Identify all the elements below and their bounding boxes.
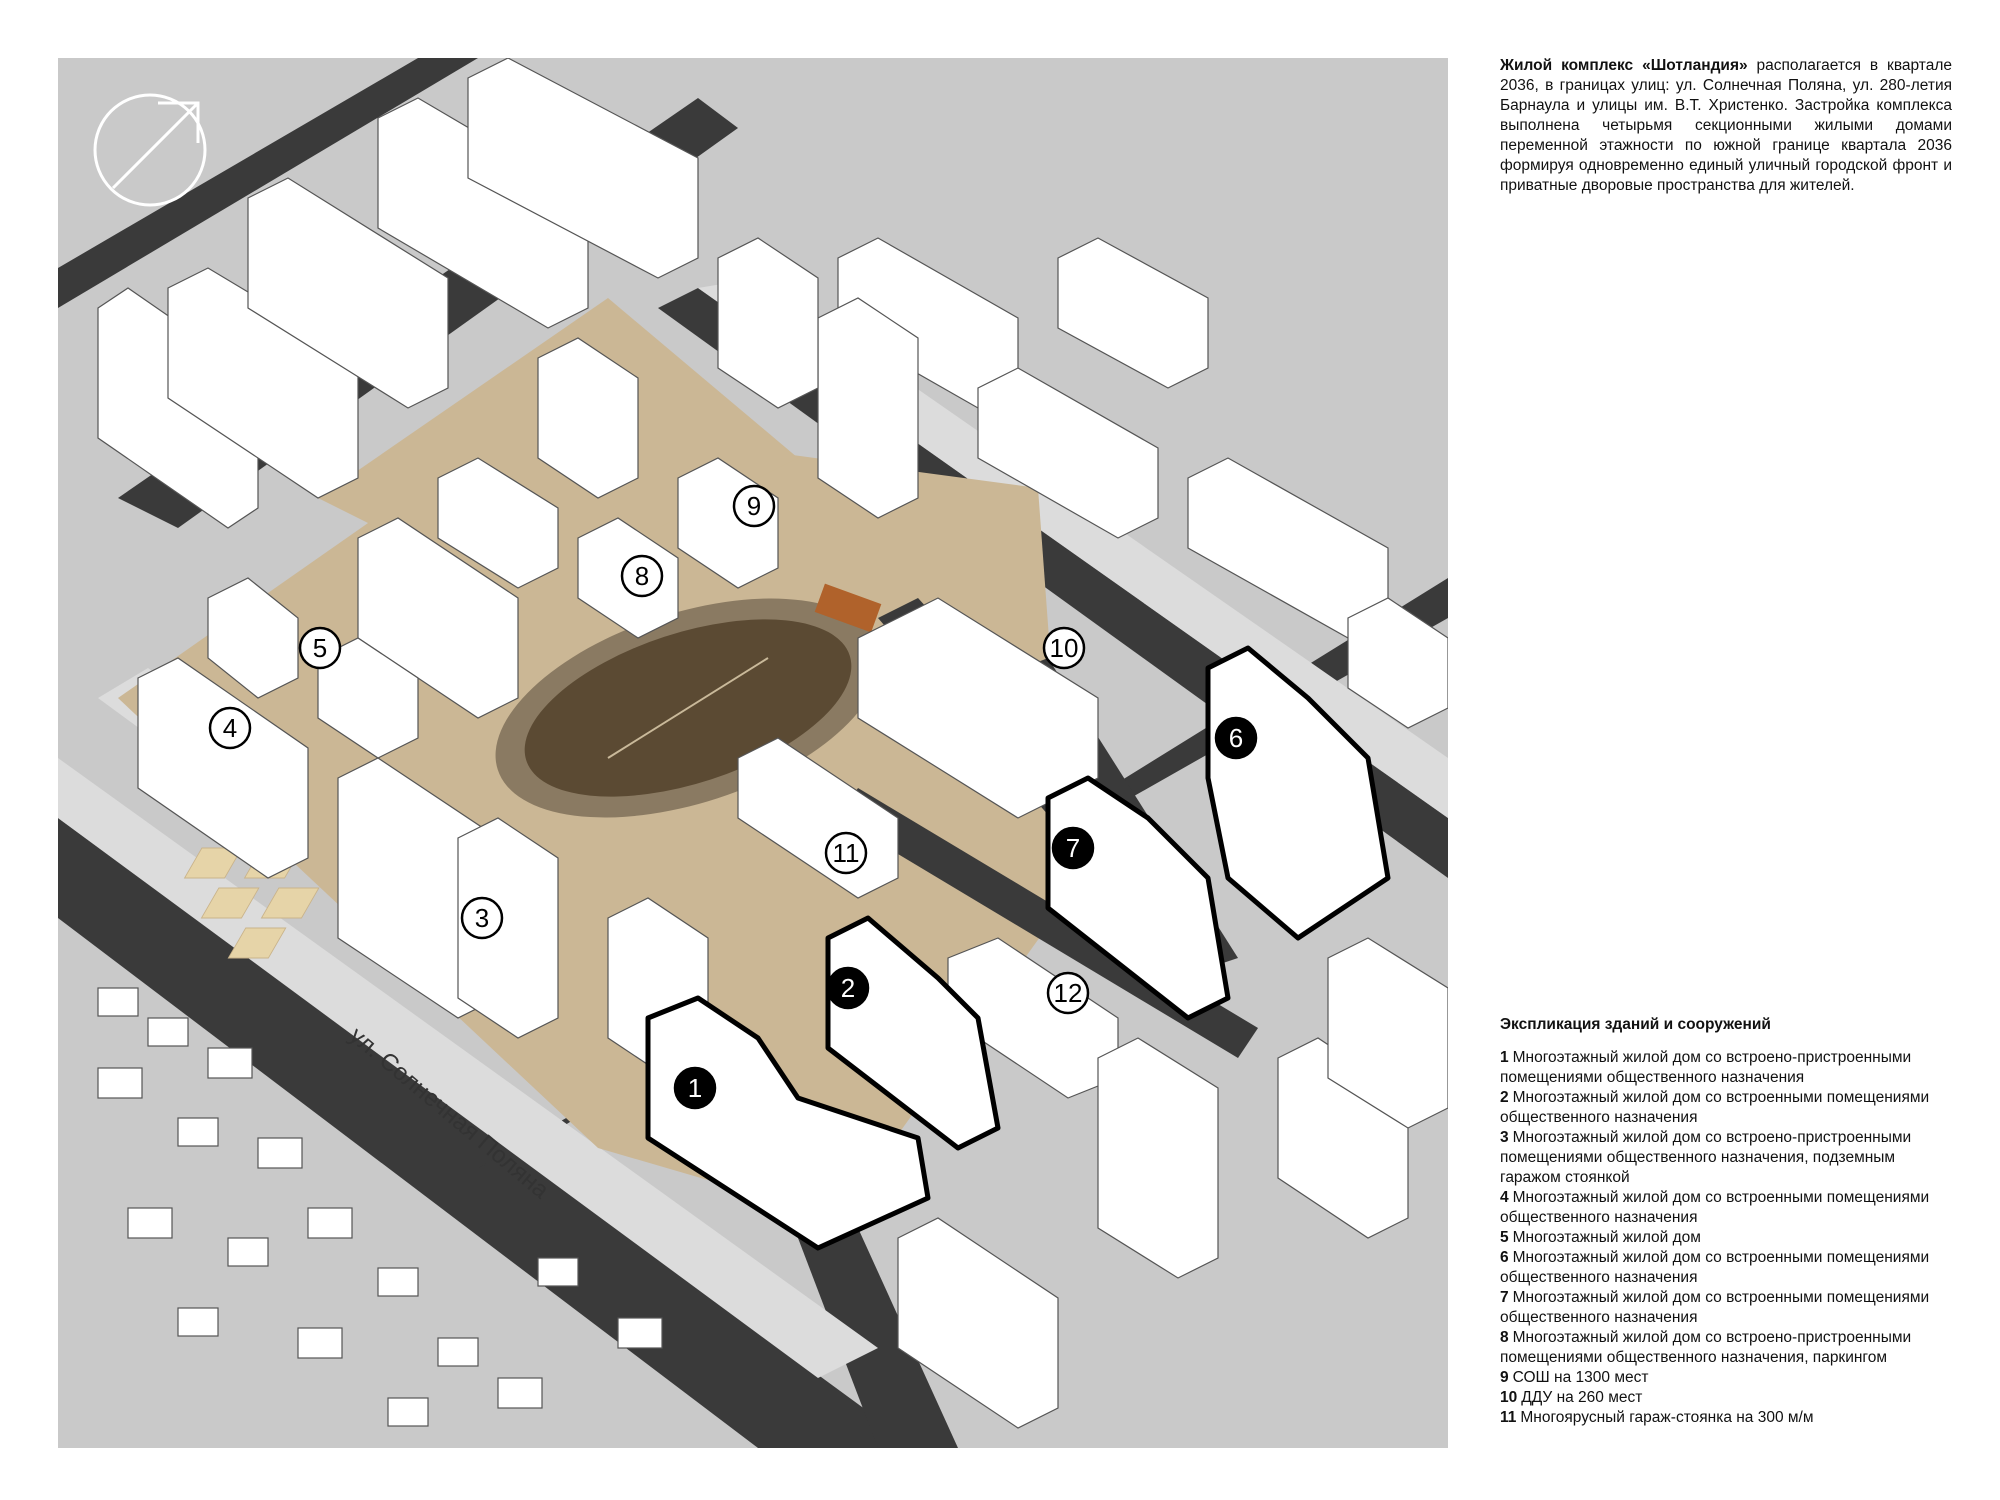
marker-10: 10 xyxy=(1042,626,1086,670)
marker-8: 8 xyxy=(620,554,664,598)
marker-label: 10 xyxy=(1050,633,1079,663)
marker-label: 7 xyxy=(1066,833,1080,863)
legend-item-text: Многоэтажный жилой дом со встроено-прист… xyxy=(1500,1329,1912,1366)
marker-7: 7 xyxy=(1051,826,1095,870)
marker-label: 5 xyxy=(313,633,327,663)
legend-item-text: Многоэтажный жилой дом со встроенными по… xyxy=(1500,1089,1930,1126)
legend-title: Экспликация зданий и сооружений xyxy=(1500,1016,1771,1033)
marker-9: 9 xyxy=(732,484,776,528)
legend-item-text: Многоэтажный жилой дом со встроенными по… xyxy=(1500,1289,1930,1326)
legend-item-text: ДДУ на 260 мест xyxy=(1521,1389,1643,1406)
marker-circle xyxy=(826,966,870,1010)
marker-label: 12 xyxy=(1054,978,1083,1008)
legend-item-number: 3 xyxy=(1500,1129,1509,1146)
legend-item-number: 6 xyxy=(1500,1249,1509,1266)
marker-circle xyxy=(1042,626,1086,670)
marker-circle xyxy=(732,484,776,528)
marker-11: 11 xyxy=(824,831,868,875)
legend-item-number: 11 xyxy=(1500,1409,1517,1426)
legend-item-number: 1 xyxy=(1500,1049,1509,1066)
marker-circle xyxy=(208,706,252,750)
marker-1: 1 xyxy=(673,1066,717,1110)
marker-circle xyxy=(824,831,868,875)
building-2 xyxy=(825,915,1001,1151)
description-text: Жилой комплекс «Шотландия» располагается… xyxy=(1500,56,1952,196)
marker-6: 6 xyxy=(1214,716,1258,760)
legend-item-text: Многоэтажный жилой дом со встроено-прист… xyxy=(1500,1129,1912,1186)
building-7 xyxy=(1045,775,1231,1021)
legend-item-text: СОШ на 1300 мест xyxy=(1512,1369,1649,1386)
marker-label: 4 xyxy=(223,713,237,743)
marker-label: 1 xyxy=(688,1073,702,1103)
marker-circle xyxy=(460,896,504,940)
marker-label: 11 xyxy=(833,838,860,868)
marker-label: 6 xyxy=(1229,723,1243,753)
complex-name: Жилой комплекс «Шотландия» xyxy=(1500,57,1748,74)
context-buildings-lower xyxy=(97,987,663,1427)
marker-circle xyxy=(298,626,342,670)
legend-item-number: 5 xyxy=(1500,1229,1509,1246)
legend-item-number: 4 xyxy=(1500,1189,1509,1206)
legend-item-number: 9 xyxy=(1500,1369,1509,1386)
marker-label: 8 xyxy=(635,561,649,591)
legend-item-text: Многоэтажный жилой дом со встроено-прист… xyxy=(1500,1049,1912,1086)
marker-circle xyxy=(1051,826,1095,870)
marker-12: 12 xyxy=(1046,971,1090,1015)
marker-label: 3 xyxy=(475,903,489,933)
marker-circle xyxy=(1214,716,1258,760)
legend-item-number: 7 xyxy=(1500,1289,1509,1306)
marker-3: 3 xyxy=(460,896,504,940)
legend-item-text: Многоэтажный жилой дом со встроенными по… xyxy=(1500,1189,1930,1226)
context-buildings-upper xyxy=(97,58,1448,729)
north-arrow-icon xyxy=(93,93,207,207)
project-buildings xyxy=(645,645,1391,1251)
marker-circle xyxy=(673,1066,717,1110)
legend-item-number: 2 xyxy=(1500,1089,1509,1106)
marker-5: 5 xyxy=(298,626,342,670)
legend-item-text: Многоэтажный жилой дом xyxy=(1512,1229,1701,1246)
building-6 xyxy=(1205,645,1391,941)
marker-2: 2 xyxy=(826,966,870,1010)
marker-circle xyxy=(620,554,664,598)
marker-label: 2 xyxy=(841,973,855,1003)
legend-item-number: 8 xyxy=(1500,1329,1509,1346)
building-1 xyxy=(645,995,931,1251)
quarter-buildings xyxy=(137,237,1448,1429)
marker-label: 9 xyxy=(747,491,761,521)
description-panel: Жилой комплекс «Шотландия» располагается… xyxy=(1500,56,1952,196)
basketball-court xyxy=(814,583,882,633)
marker-4: 4 xyxy=(208,706,252,750)
legend-item-text: Многоярусный гараж-стоянка на 300 м/м xyxy=(1520,1409,1814,1426)
legend-item-number: 10 xyxy=(1500,1389,1518,1406)
marker-circle xyxy=(1046,971,1090,1015)
complex-description: располагается в квартале 2036, в граница… xyxy=(1500,57,1952,194)
legend-item-text: Многоэтажный жилой дом со встроенными по… xyxy=(1500,1249,1930,1286)
